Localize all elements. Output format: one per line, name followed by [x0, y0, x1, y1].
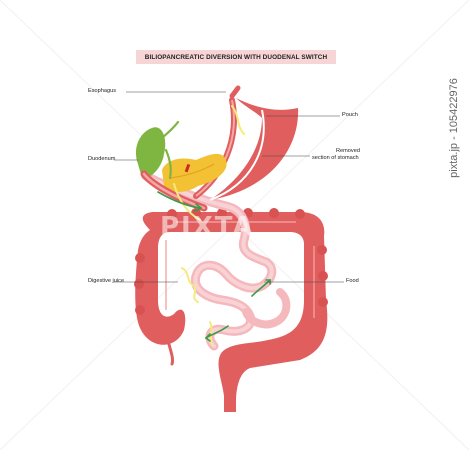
pancreatic-duct-icon [169, 163, 215, 179]
diagram-title: BILIOPANCREATIC DIVERSION WITH DUODENAL … [144, 53, 328, 61]
digestive-juice-icon [173, 105, 245, 345]
side-credit: pixta.jp - 105422976 [447, 18, 461, 238]
arrow-icon [157, 191, 271, 342]
label-removed-line2: section of stomach [312, 155, 359, 161]
esophagus-icon [229, 85, 241, 99]
watermark-text: PIXTA [160, 212, 255, 242]
leader-lines [114, 91, 344, 283]
staple-line-icon [184, 163, 191, 173]
label-removed-line1: Removed [336, 148, 360, 154]
label-pouch: Pouch [342, 112, 358, 118]
side-credit-text: pixta.jp - 105422976 [448, 78, 460, 178]
small-intestine-icon [141, 171, 291, 351]
label-food: Food [346, 278, 359, 284]
gallbladder-icon [135, 127, 166, 179]
large-intestine-icon [134, 208, 328, 412]
label-duodenum: Duodenum [88, 156, 116, 162]
label-digestive-juice: Digestive juice [88, 278, 125, 284]
bile-duct-icon [158, 120, 180, 180]
title-banner: BILIOPANCREATIC DIVERSION WITH DUODENAL … [136, 50, 336, 64]
label-esophagus: Esophagus [88, 88, 116, 94]
stomach-pouch-icon [193, 97, 299, 201]
